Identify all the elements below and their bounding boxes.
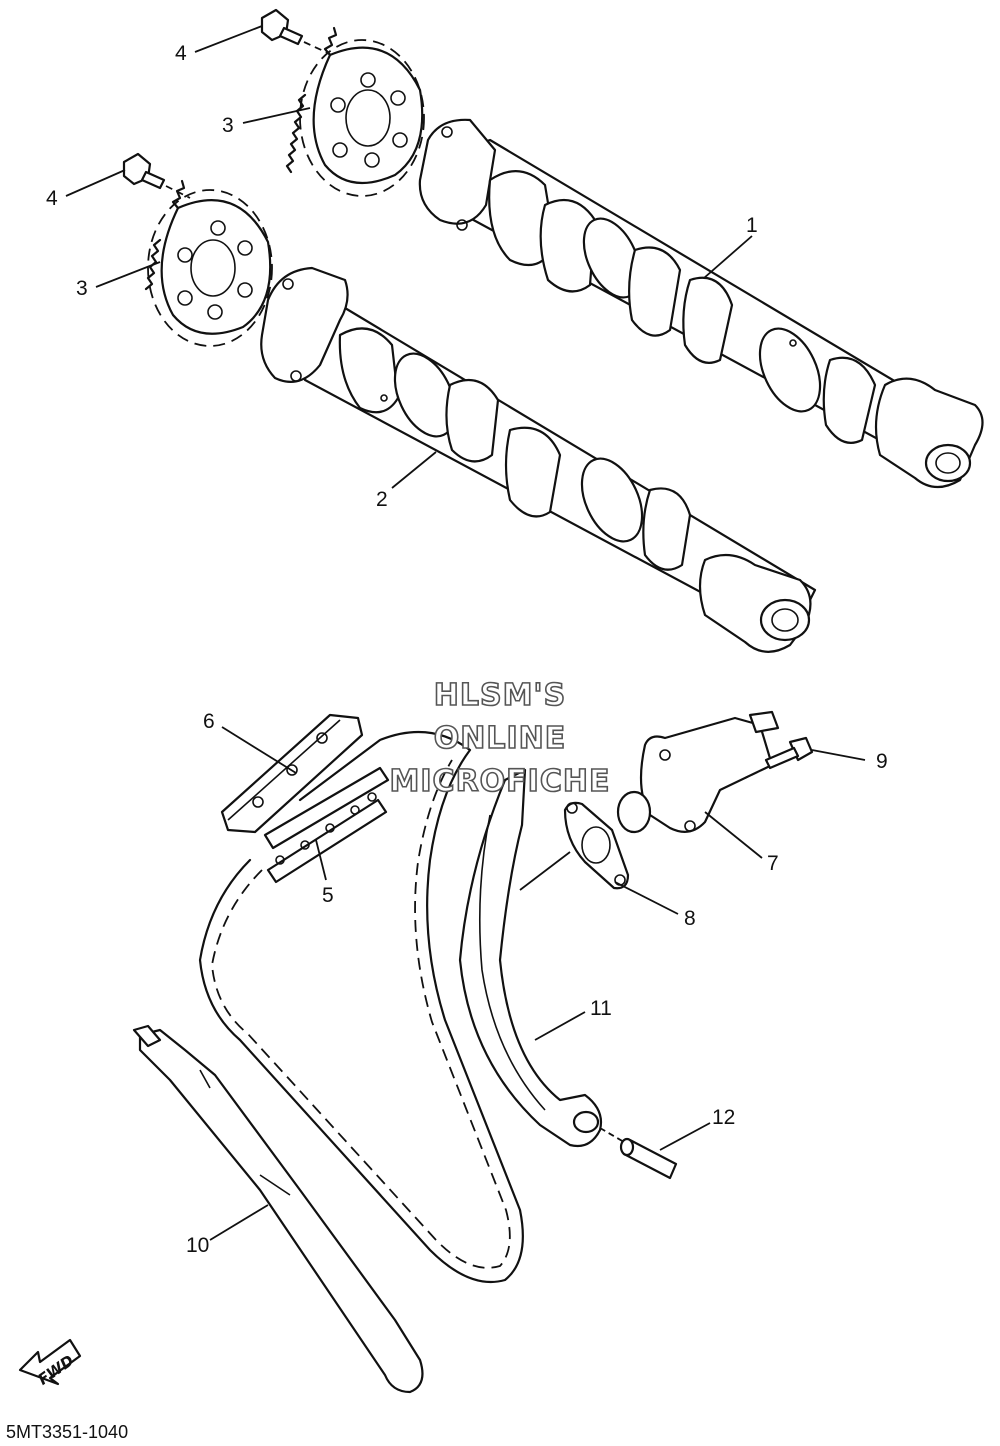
callout-5: 5 xyxy=(322,884,334,907)
sprocket-bolt-upper xyxy=(260,8,331,55)
watermark-line-2: ONLINE xyxy=(434,721,567,756)
callout-3-upper: 3 xyxy=(222,114,234,137)
callout-8: 8 xyxy=(684,907,696,930)
callout-7: 7 xyxy=(767,852,779,875)
callout-10: 10 xyxy=(186,1234,209,1257)
callout-4-lower: 4 xyxy=(46,187,58,210)
timing-chain xyxy=(198,730,524,1284)
sprocket-bolt-lower xyxy=(122,152,191,199)
chain-guide-intake-side xyxy=(132,1024,424,1394)
callout-labels: 1 2 3 3 4 4 5 6 7 8 9 10 11 12 xyxy=(46,42,888,1257)
guide-pin xyxy=(599,1127,678,1180)
chain-guide-tensioner-side xyxy=(458,768,603,1148)
cam-sprocket-upper xyxy=(285,26,425,197)
callout-4-upper: 4 xyxy=(175,42,187,65)
fwd-arrow-icon: FWD xyxy=(18,1338,82,1389)
camshaft-intake xyxy=(260,266,817,653)
tensioner-gasket xyxy=(563,801,630,890)
watermark: HLSM'S ONLINE MICROFICHE xyxy=(389,677,611,800)
chain-tensioner xyxy=(616,710,780,834)
watermark-line-1: HLSM'S xyxy=(434,678,566,713)
callout-6: 6 xyxy=(203,710,215,733)
callout-11: 11 xyxy=(590,997,612,1020)
callout-3-lower: 3 xyxy=(76,277,88,300)
callout-12: 12 xyxy=(712,1106,735,1129)
tensioner-bolt xyxy=(744,736,814,779)
leader-lines xyxy=(65,25,866,1241)
camshaft-exhaust xyxy=(418,118,984,489)
callout-9: 9 xyxy=(876,750,888,773)
callout-1: 1 xyxy=(746,214,758,237)
cam-sprocket-lower xyxy=(144,179,273,347)
chain-guide-top xyxy=(220,713,364,834)
callout-2: 2 xyxy=(376,488,388,511)
watermark-line-3: MICROFICHE xyxy=(390,764,611,799)
diagram-code: 5MT3351-1040 xyxy=(6,1422,128,1442)
